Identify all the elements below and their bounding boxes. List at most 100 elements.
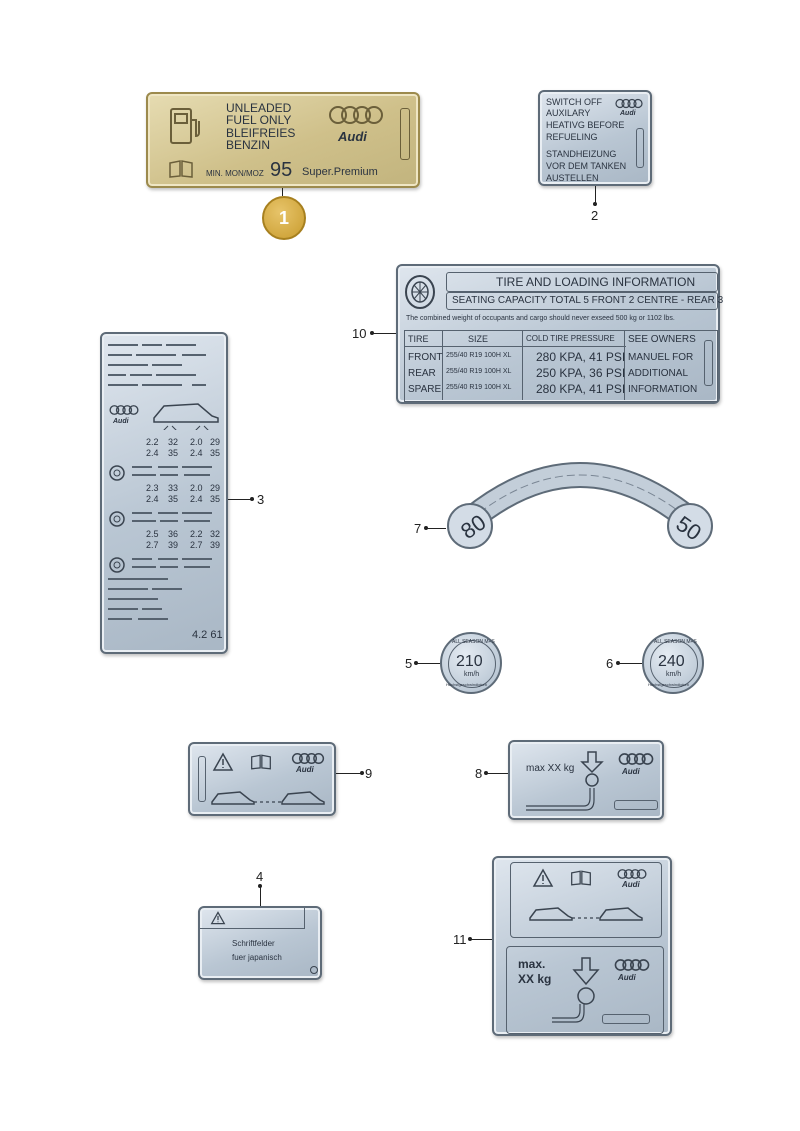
placeholder-text-line <box>182 354 206 356</box>
tire-seating: SEATING CAPACITY TOTAL 5 FRONT 2 CENTRE … <box>452 295 724 306</box>
fuel-line1: UNLEADED <box>226 101 292 115</box>
fuel-pump-icon <box>170 108 200 144</box>
switch-line3: HEATIVG BEFORE <box>546 120 625 130</box>
switch-line7: AUSTELLEN <box>546 173 599 183</box>
placeholder-text-line <box>166 344 196 346</box>
placeholder-text-line <box>108 354 132 356</box>
placeholder-text-line <box>136 354 176 356</box>
warning-triangle-icon <box>532 868 554 887</box>
pressure-value: 36 <box>168 529 179 539</box>
audi-rings-logo <box>614 959 650 971</box>
callout-4[interactable]: 4 <box>256 869 264 884</box>
pressure-value: 32 <box>210 529 221 539</box>
tab-slot <box>400 108 410 160</box>
label8-text: max XX kg <box>526 763 575 774</box>
tire-header-size: SIZE <box>468 334 489 344</box>
speed6-bottom: Höchstgeschwindigkeit <box>648 682 689 687</box>
placeholder-text-line <box>152 364 182 366</box>
audi-rings-logo <box>291 753 325 764</box>
pressure-value: 35 <box>210 448 221 458</box>
fuel-line4: BENZIN <box>226 138 271 152</box>
audi-rings-logo <box>109 405 139 415</box>
placeholder-text-line <box>108 608 138 610</box>
pressure-value: 33 <box>168 483 179 493</box>
pressure-value: 2.4 <box>190 494 203 504</box>
callout-6[interactable]: 6 <box>606 656 614 671</box>
fuel-grade: Super.Premium <box>302 166 378 178</box>
speed5-unit: km/h <box>464 671 480 678</box>
down-arrow-hook-icon <box>552 957 600 1023</box>
japanese-text-label: Schriftfelder fuer japanisch <box>198 906 322 980</box>
tire-row-tire: FRONT <box>408 352 443 363</box>
pressure-value: 2.0 <box>190 437 203 447</box>
fuel-octane: 95 <box>270 159 293 181</box>
tire-header-pressure: COLD TIRE PRESSURE <box>526 334 615 343</box>
pressure-value: 35 <box>168 494 179 504</box>
label9-brand: Audi <box>296 765 314 774</box>
placeholder-text-line <box>158 466 178 468</box>
pressure-value: 39 <box>210 540 221 550</box>
tire-row-tire: REAR <box>408 368 436 379</box>
pressure-value: 39 <box>168 540 179 550</box>
placeholder-text-line <box>184 474 210 476</box>
placeholder-text-line <box>142 344 162 346</box>
pressure-value: 2.0 <box>190 483 203 493</box>
tire-row-tire: SPARE <box>408 384 442 395</box>
callout-7[interactable]: 7 <box>414 521 422 536</box>
placeholder-text-line <box>142 384 182 386</box>
placeholder-text-line <box>130 374 152 376</box>
pressure-value: 29 <box>210 437 221 447</box>
callout-3[interactable]: 3 <box>257 492 265 507</box>
placeholder-text-line <box>142 608 162 610</box>
callout-5[interactable]: 5 <box>405 656 413 671</box>
max-load-label: max XX kg Audi <box>508 740 664 820</box>
switch-line5: STANDHEIZUNG <box>546 149 617 159</box>
tire-row-pressure: 280 KPA, 41 PSI <box>536 350 626 364</box>
callout-9[interactable]: 9 <box>365 766 373 781</box>
tire-row-size: 255/40 R19 100H XL <box>446 368 512 375</box>
placeholder-text-line <box>132 520 156 522</box>
warning-tow-label: Audi <box>188 742 336 816</box>
wheel-icon <box>405 275 435 309</box>
tire-header-tire: TIRE <box>408 334 429 344</box>
placeholder-text-line <box>108 578 168 580</box>
callout-11[interactable]: 11 <box>453 932 467 947</box>
pressure-value: 29 <box>210 483 221 493</box>
placeholder-text-line <box>132 474 156 476</box>
placeholder-text-line <box>152 588 182 590</box>
tab-slot <box>198 756 206 802</box>
tire-row-size: 255/40 R19 100H XL <box>446 352 512 359</box>
fuel-label: UNLEADED FUEL ONLY BLEIFREIES BENZIN Aud… <box>146 92 420 188</box>
pressure-value: 2.7 <box>190 540 203 550</box>
pressure-value: 32 <box>168 437 179 447</box>
manual-book-icon <box>251 754 271 770</box>
tab-slot <box>704 340 713 386</box>
placeholder-text-line <box>158 558 178 560</box>
speed-arc-sticker: 80 50 <box>447 462 713 549</box>
callout-8[interactable]: 8 <box>475 766 483 781</box>
audi-rings-logo <box>329 106 383 124</box>
pressure-value: 35 <box>210 494 221 504</box>
pressure-value: 2.4 <box>146 494 159 504</box>
plate3-brand: Audi <box>113 418 129 425</box>
callout-badge-1[interactable]: 1 <box>262 196 306 240</box>
placeholder-text-line <box>160 520 178 522</box>
tow-cars-icon <box>529 907 643 921</box>
placeholder-text-line <box>182 466 212 468</box>
tire-row-see: ADDITIONAL <box>628 368 689 379</box>
tire-row-size: 255/40 R19 100H XL <box>446 384 512 391</box>
pressure-value: 2.2 <box>190 529 203 539</box>
label8-brand: Audi <box>622 767 640 776</box>
callout-10[interactable]: 10 <box>352 326 367 341</box>
speed-disc-240: ALL SEASON M+S 240 km/h Höchstgeschwindi… <box>642 632 704 694</box>
wheel-icon <box>109 511 125 527</box>
car-side-icon <box>153 403 219 430</box>
label4-line2: fuer japanisch <box>232 953 282 962</box>
tire-loading-label: TIRE AND LOADING INFORMATION SEATING CAP… <box>396 264 724 404</box>
wheel-icon <box>109 465 125 481</box>
placeholder-text-line <box>108 364 148 366</box>
speed6-ring: ALL SEASON M+S <box>654 639 697 645</box>
callout-2[interactable]: 2 <box>591 208 599 223</box>
switch-line6: VOR DEM TANKEN <box>546 161 627 171</box>
